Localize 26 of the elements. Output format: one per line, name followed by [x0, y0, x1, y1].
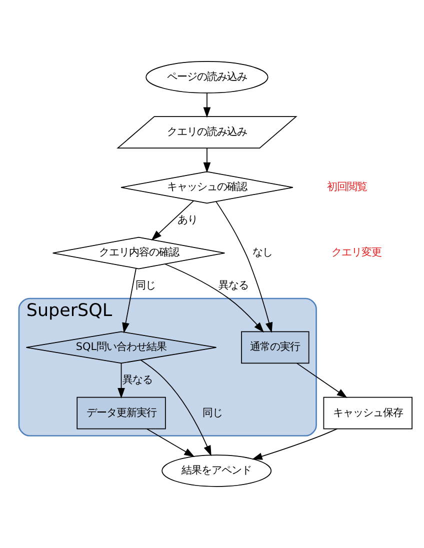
arrow: [296, 362, 348, 398]
node-ellipse: 結果をアペンド: [162, 454, 272, 487]
label: 初回閲覧: [326, 181, 367, 194]
node-box: キャッシュ保存: [323, 396, 412, 430]
edge-label: 異なる: [218, 280, 249, 292]
arrow: [203, 148, 211, 173]
edge-label: 同じ: [202, 406, 223, 419]
edge-label: 同じ: [135, 280, 156, 292]
arrow: [164, 264, 264, 333]
edge-label: あり: [177, 214, 198, 226]
arrow: [140, 360, 212, 456]
arrow: [118, 363, 125, 398]
arrow: [122, 268, 136, 334]
edge-label: 異なる: [122, 374, 152, 386]
node-diamond: キャッシュの確認: [120, 171, 294, 204]
arrow: [216, 201, 273, 333]
node-ellipse: ページの読み込み: [146, 61, 268, 94]
node-diamond: SQL問い合わせ結果: [26, 331, 217, 364]
node-diamond: クエリ内容の確認: [52, 236, 226, 270]
edge-label: なし: [252, 246, 272, 259]
label: クエリ変更: [332, 246, 382, 259]
arrow: [252, 428, 338, 460]
arrow: [151, 200, 194, 240]
node-box: 通常の実行: [241, 331, 310, 364]
arrow: [203, 92, 211, 118]
node-box: データ更新実行: [76, 396, 166, 430]
